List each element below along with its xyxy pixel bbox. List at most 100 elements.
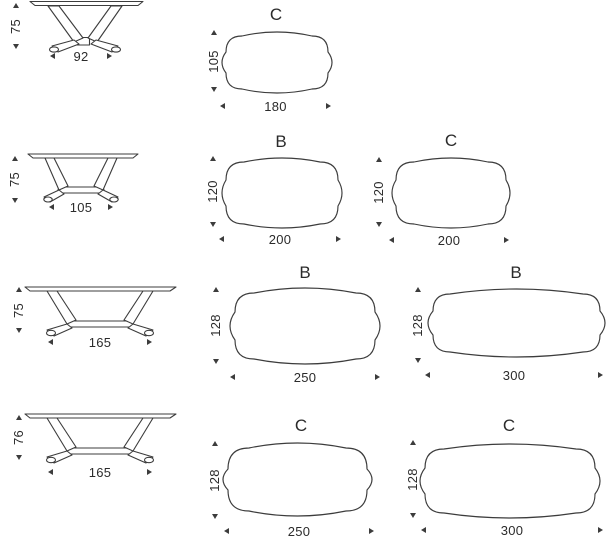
row1-front-height-dimension: 75 — [8, 3, 23, 49]
row2-top-b-depth-dimension: 120 — [205, 156, 220, 227]
row4-top-c300-width-dimension: 300 — [421, 522, 603, 538]
arrow-up-icon — [11, 156, 18, 161]
arrow-right-icon — [598, 372, 603, 378]
arrow-down-icon — [212, 359, 219, 364]
dimension-value: 128 — [207, 468, 222, 492]
row1-top-view-shape — [220, 30, 334, 95]
row1-top-width-dimension: 180 — [220, 98, 331, 114]
row2-top-c-depth-dimension: 120 — [371, 157, 386, 227]
arrow-left-icon — [220, 103, 225, 109]
row1-top-shape-label: C — [269, 5, 283, 24]
arrow-left-icon — [50, 53, 55, 59]
row1-top-depth-dimension: 105 — [206, 30, 221, 92]
row4-top-c250-view-shape — [221, 441, 374, 518]
dimension-value: 75 — [8, 18, 23, 34]
dimension-value: 105 — [69, 199, 93, 215]
row4-front-height-dimension: 76 — [11, 415, 26, 460]
arrow-down-icon — [15, 328, 22, 333]
row3-top-b250-width-dimension: 250 — [230, 369, 380, 385]
arrow-up-icon — [209, 156, 216, 161]
arrow-up-icon — [12, 3, 19, 8]
row2-front-width-dimension: 105 — [49, 199, 113, 215]
row3-top-b300-depth-dimension: 128 — [410, 287, 425, 363]
arrow-right-icon — [336, 236, 341, 242]
arrow-left-icon — [219, 236, 224, 242]
dimension-value: 75 — [7, 171, 22, 188]
row2-top-c-width-dimension: 200 — [389, 232, 509, 248]
dimension-value: 128 — [410, 313, 425, 337]
row1-front-elevation-drawing — [28, 0, 146, 55]
arrow-right-icon — [108, 204, 113, 210]
dimension-value: 105 — [206, 49, 221, 73]
dimension-value: 180 — [264, 98, 287, 114]
row2-top-b-shape-label: B — [275, 132, 287, 151]
row4-top-c300-view-shape — [418, 442, 602, 520]
arrow-left-icon — [49, 204, 54, 210]
arrow-left-icon — [224, 528, 229, 534]
arrow-up-icon — [375, 157, 382, 162]
dimension-value: 128 — [208, 314, 223, 337]
dimension-value: 250 — [287, 523, 311, 539]
arrow-right-icon — [147, 339, 152, 345]
arrow-up-icon — [211, 441, 218, 446]
arrow-left-icon — [421, 527, 426, 533]
arrow-up-icon — [212, 287, 219, 292]
dimension-value: 300 — [502, 367, 526, 383]
arrow-left-icon — [425, 372, 430, 378]
dimension-value: 165 — [88, 464, 112, 480]
row1-front-width-dimension: 92 — [50, 48, 112, 64]
arrow-left-icon — [389, 237, 394, 243]
arrow-up-icon — [414, 287, 421, 292]
arrow-left-icon — [230, 374, 235, 380]
arrow-up-icon — [15, 415, 22, 420]
row4-top-c250-width-dimension: 250 — [224, 523, 374, 539]
row3-top-b300-view-shape — [426, 287, 607, 359]
arrow-down-icon — [209, 222, 216, 227]
row4-top-c250-depth-dimension: 128 — [207, 441, 222, 519]
dimension-value: 250 — [293, 369, 317, 385]
arrow-left-icon — [48, 469, 53, 475]
row2-top-b-view-shape — [220, 156, 344, 230]
dimension-value: 120 — [371, 180, 386, 204]
dimension-value: 165 — [88, 334, 112, 350]
row3-top-b250-shape-label: B — [299, 263, 311, 282]
row4-front-width-dimension: 165 — [48, 464, 152, 480]
row4-top-c300-depth-dimension: 128 — [405, 440, 420, 518]
arrow-down-icon — [12, 44, 19, 49]
arrow-right-icon — [375, 374, 380, 380]
arrow-right-icon — [369, 528, 374, 534]
arrow-right-icon — [107, 53, 112, 59]
dimension-value: 200 — [437, 232, 461, 248]
arrow-right-icon — [504, 237, 509, 243]
row3-top-b300-shape-label: B — [510, 263, 522, 282]
dimension-value: 120 — [205, 180, 220, 203]
arrow-right-icon — [147, 469, 152, 475]
arrow-down-icon — [375, 222, 382, 227]
dimension-value: 75 — [11, 302, 26, 318]
row3-top-b250-depth-dimension: 128 — [208, 287, 223, 364]
row3-top-b250-view-shape — [228, 286, 382, 366]
arrow-right-icon — [598, 527, 603, 533]
row2-front-height-dimension: 75 — [7, 156, 22, 203]
arrow-down-icon — [11, 198, 18, 203]
row4-front-elevation-drawing — [23, 412, 178, 465]
dimension-value: 200 — [268, 231, 292, 247]
row3-front-width-dimension: 165 — [48, 334, 152, 350]
row3-top-b300-width-dimension: 300 — [425, 367, 603, 383]
arrow-down-icon — [414, 358, 421, 363]
arrow-up-icon — [409, 440, 416, 445]
row2-top-c-shape-label: C — [444, 131, 458, 150]
row4-top-c300-shape-label: C — [502, 416, 516, 435]
dimension-value: 92 — [73, 48, 89, 64]
arrow-down-icon — [210, 87, 217, 92]
arrow-left-icon — [48, 339, 53, 345]
row3-front-height-dimension: 75 — [11, 287, 26, 333]
row2-top-c-view-shape — [390, 156, 512, 230]
arrow-up-icon — [15, 287, 22, 292]
dimension-value: 128 — [405, 467, 420, 491]
row4-top-c250-shape-label: C — [294, 416, 308, 435]
arrow-down-icon — [15, 455, 22, 460]
arrow-right-icon — [326, 103, 331, 109]
dimension-value: 300 — [500, 522, 524, 538]
